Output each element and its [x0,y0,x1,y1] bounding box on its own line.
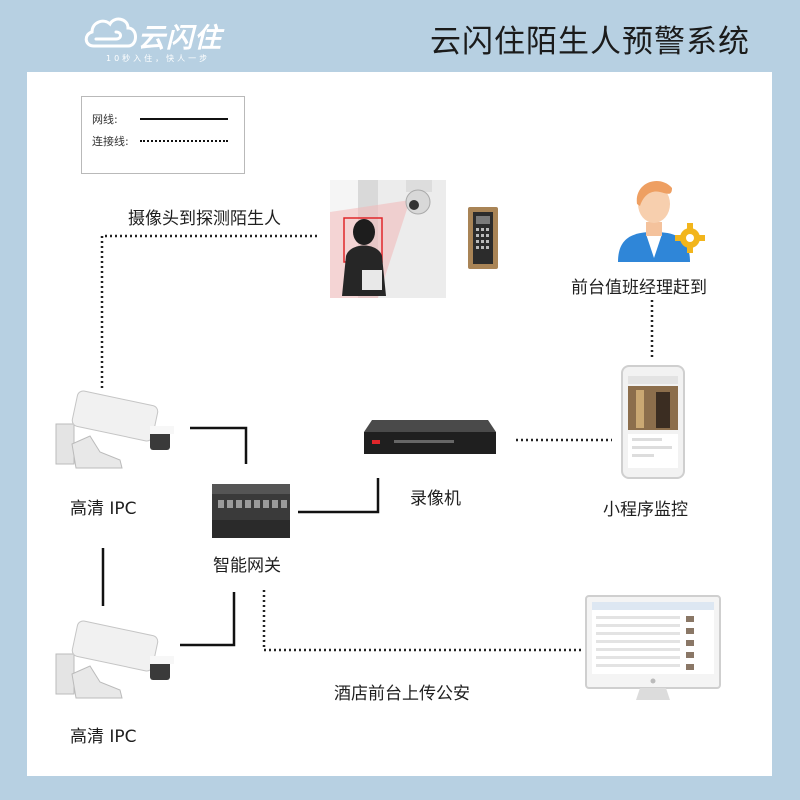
label-upload: 酒店前台上传公安 [334,684,470,704]
network-gateway-icon [212,484,290,538]
label-recorder: 录像机 [410,489,461,509]
gear-icon [675,223,705,253]
desktop-monitor-icon [585,595,721,700]
label-gateway: 智能网关 [213,556,281,576]
gateway-recorder-line [298,478,380,514]
connection-lines [100,234,654,652]
video-recorder-icon [364,420,496,454]
legend-connection-label: 连接线: [92,135,129,148]
label-mini-program: 小程序监控 [603,500,688,520]
legend-connection-line: 连接线: [92,133,129,149]
gateway-ipc-line [180,592,236,647]
gateway-upload-connection [262,590,582,652]
cctv-scene-image [330,180,446,298]
header: 云闪住 10秒入住，快人一步 云闪住陌生人预警系统 [0,0,800,72]
label-manager: 前台值班经理赶到 [571,278,707,298]
manager-avatar-icon [618,181,690,262]
smartphone-icon [621,365,685,479]
door-keypad-icon [468,207,498,269]
detect-connection [100,234,318,388]
network-lines [101,426,380,647]
brand-logo: 云闪住 10秒入住，快人一步 [82,12,252,64]
label-camera-detect: 摄像头到探测陌生人 [128,209,281,229]
legend-network-label: 网线: [92,113,118,126]
label-ipc-top: 高清 IPC [70,499,137,519]
ipc-gateway-line [190,426,248,464]
logo-text: 云闪住 [138,23,222,54]
logo-slogan: 10秒入住，快人一步 [106,54,211,63]
label-ipc-bottom: 高清 IPC [70,727,137,747]
legend-box: 网线: 连接线: [81,96,245,174]
ip-camera-icon [55,620,174,699]
page-title: 云闪住陌生人预警系统 [430,24,750,60]
legend-dotted-sample [140,140,228,142]
cloud-logo-icon [84,17,137,48]
ip-camera-icon [55,390,174,469]
cctv-camera-icon [405,180,432,215]
legend-network-line: 网线: [92,111,118,127]
legend-solid-sample [140,118,228,120]
